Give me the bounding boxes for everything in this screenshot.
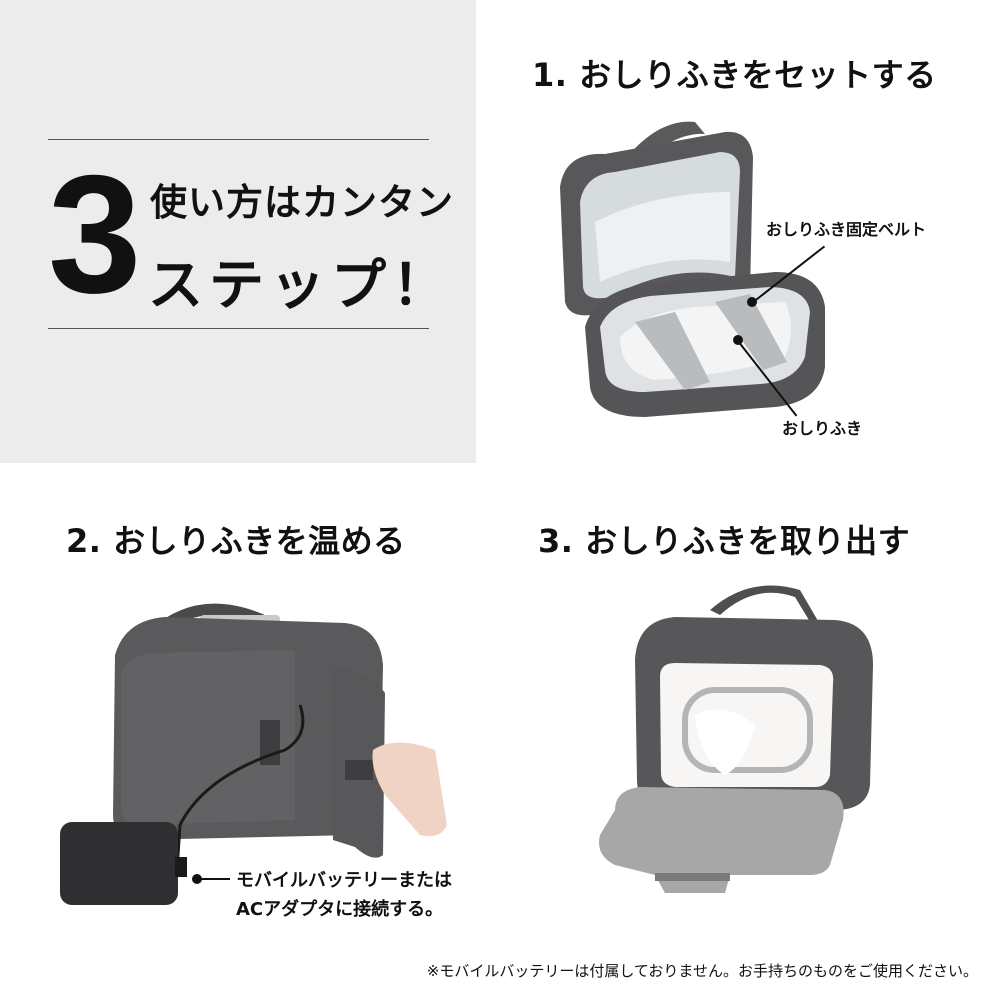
- hero-panel: 3 使い方はカンタン ステップ！: [0, 0, 476, 463]
- callout-battery-leader: [200, 878, 230, 880]
- hero-divider-top: [48, 139, 429, 140]
- callout-wipes-belt-label: おしりふき固定ベルト: [766, 220, 927, 239]
- callout-wipes-belt-dot: [747, 297, 757, 307]
- step2-title: 2. おしりふきを温める: [66, 522, 406, 560]
- hero-title: ステップ！: [148, 253, 454, 317]
- footnote: ※モバイルバッテリーは付属しておりません。お手持ちのものをご使用ください。: [426, 962, 978, 980]
- callout-wipes-label: おしりふき: [782, 419, 863, 438]
- hero-divider-bottom: [48, 328, 429, 329]
- hero-number: 3: [48, 140, 141, 328]
- step2-image-bag-battery-icon: [55, 585, 455, 915]
- step3-title: 3. おしりふきを取り出す: [538, 522, 911, 560]
- callout-wipes-dot: [733, 335, 743, 345]
- hero-subtitle: 使い方はカンタン: [150, 181, 454, 224]
- step1-title: 1. おしりふきをセットする: [532, 56, 937, 94]
- step3-image-bag-dispenser-icon: [575, 575, 885, 895]
- step1-image-open-bag-icon: [535, 112, 835, 432]
- callout-battery-dot: [192, 874, 202, 884]
- callout-battery-line1: モバイルバッテリーまたは: [236, 870, 452, 891]
- callout-battery-line2: ACアダプタに接続する。: [236, 899, 444, 920]
